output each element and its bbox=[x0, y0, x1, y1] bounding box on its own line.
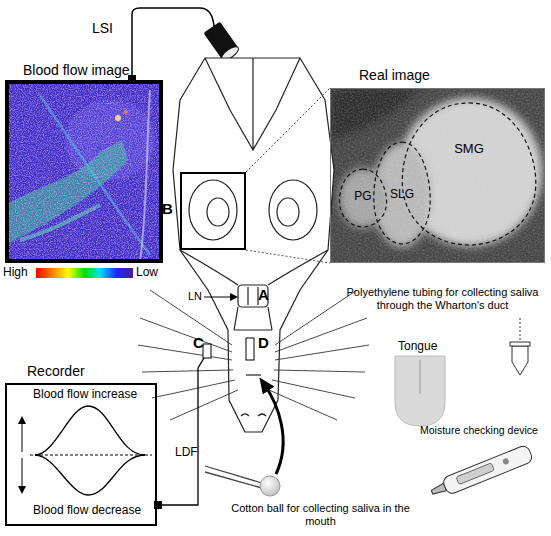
node-title: Recorder bbox=[27, 363, 85, 379]
tongue-groove bbox=[419, 360, 420, 394]
note-label: Polyethylene tubing for collecting saliv… bbox=[335, 286, 550, 311]
mouth-line bbox=[246, 374, 261, 375]
scale-label: High bbox=[3, 266, 28, 280]
note-label: Cotton ball for collecting saliva in the… bbox=[228, 502, 413, 527]
tongue bbox=[395, 356, 445, 426]
nerve bbox=[248, 287, 258, 305]
moisture-device bbox=[429, 444, 534, 500]
region-box: B bbox=[180, 172, 246, 250]
head-outline bbox=[173, 58, 334, 432]
gland-region: SLG bbox=[372, 140, 432, 246]
node-title: PG bbox=[338, 190, 388, 204]
whisker bbox=[269, 290, 369, 420]
node-text: Blood flow increase bbox=[33, 388, 137, 402]
dashed-outline bbox=[398, 100, 540, 248]
zoom-line bbox=[246, 88, 330, 263]
color-bar bbox=[36, 268, 133, 278]
gland-region: SMG bbox=[398, 100, 540, 248]
device-label: LDF bbox=[175, 446, 198, 460]
tweezers bbox=[205, 466, 262, 488]
callout-letter: D bbox=[258, 334, 269, 351]
node-title: SLG bbox=[372, 188, 432, 202]
blood-flow-map bbox=[5, 80, 163, 263]
rat-head bbox=[173, 58, 334, 432]
decrease-trace bbox=[35, 455, 145, 495]
map-background bbox=[5, 80, 163, 263]
speckle-noise bbox=[5, 80, 163, 263]
node-title: SMG bbox=[398, 142, 540, 157]
cable bbox=[160, 358, 204, 505]
gland-outline bbox=[189, 180, 237, 240]
baseline bbox=[30, 455, 152, 456]
tubing bbox=[520, 318, 521, 344]
node-title: B bbox=[162, 200, 173, 217]
photo-grain bbox=[330, 88, 545, 263]
direction-arrow bbox=[22, 418, 23, 452]
dashed-outline bbox=[402, 103, 536, 245]
gland-outline bbox=[207, 198, 229, 226]
callout-letter: C bbox=[193, 334, 204, 351]
lsi-camera bbox=[203, 22, 240, 63]
image-panel: Real imagePGSLGSMG bbox=[330, 88, 545, 263]
gland-region: PG bbox=[338, 168, 388, 228]
node-title: Real image bbox=[359, 67, 430, 83]
nerve-site bbox=[238, 285, 268, 307]
direction-arrow bbox=[22, 458, 23, 492]
duct-tube bbox=[246, 338, 254, 360]
callout-letter: A bbox=[258, 286, 269, 303]
node-text: Blood flow decrease bbox=[33, 504, 141, 518]
whiskers bbox=[138, 290, 369, 420]
part-label: Tongue bbox=[398, 340, 437, 354]
device-button bbox=[502, 457, 510, 465]
cotton-ball bbox=[260, 476, 280, 496]
whisker bbox=[138, 290, 238, 420]
increase-trace bbox=[35, 406, 145, 455]
ldf-probe bbox=[203, 344, 211, 358]
pointer-arrow bbox=[204, 297, 236, 298]
photo-background bbox=[330, 88, 545, 263]
part-label: Moisture checking device bbox=[420, 424, 538, 436]
image-panel: Blood flow image bbox=[5, 80, 163, 263]
scale-label: Low bbox=[136, 266, 158, 280]
head-line bbox=[234, 307, 272, 330]
tube-cap bbox=[510, 342, 530, 346]
part-label: LN bbox=[188, 290, 202, 303]
gland-outline bbox=[269, 180, 317, 240]
node-title: Blood flow image bbox=[23, 62, 130, 78]
photo bbox=[330, 88, 545, 263]
thick-arrow bbox=[264, 384, 283, 474]
collection-tube bbox=[512, 346, 528, 375]
nostril bbox=[241, 414, 266, 416]
device-display bbox=[456, 463, 494, 485]
head-line bbox=[205, 58, 300, 150]
device-label: LSI bbox=[92, 20, 113, 36]
head-line bbox=[180, 250, 328, 285]
device-body bbox=[442, 444, 534, 495]
recorder-box: RecorderBlood flow increaseBlood flow de… bbox=[5, 383, 157, 526]
gland-outline bbox=[277, 198, 299, 226]
